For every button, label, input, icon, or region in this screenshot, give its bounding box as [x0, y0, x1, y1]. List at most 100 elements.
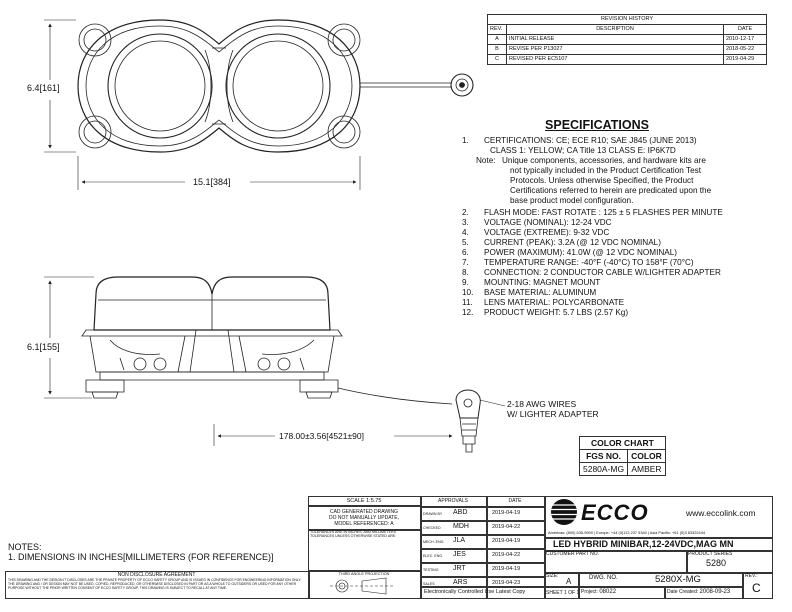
spec-line: FLASH MODE: FAST ROTATE : 125 ± 5 FLASHE…	[484, 208, 723, 217]
spec-line: VOLTAGE (NOMINAL): 12-24 VDC	[484, 218, 612, 227]
approvals-header: APPROVALS	[438, 498, 468, 504]
rev-header-description: DESCRIPTION	[506, 24, 724, 35]
specifications-title: SPECIFICATIONS	[545, 118, 649, 132]
spec-line: CURRENT (PEAK): 3.2A (@ 12 VDC NOMINAL)	[484, 238, 661, 247]
size-label: SIZE:	[546, 573, 559, 579]
table-row: C REVISED PER EC5107 2019-04-29	[487, 54, 767, 65]
table-row: B REVISE PER P13027 2018-05-22	[487, 44, 767, 55]
tolerance-note: TOLERANCES ARE IN INCHES, AND MILLIMETER…	[310, 530, 397, 539]
spec-line: MOUNTING: MAGNET MOUNT	[484, 278, 601, 287]
approval-name: ABD	[453, 509, 468, 516]
spec-line: CONNECTION: 2 CONDUCTOR CABLE W/LIGHTER …	[484, 268, 721, 277]
disclosure-title: NON DISCLOSURE AGREEMENT	[117, 572, 196, 578]
dim-side-height: 6.1[155]	[27, 342, 60, 352]
approval-role: DRAWN BY	[423, 512, 443, 516]
top-view	[77, 19, 474, 153]
revision-history-table: REVISION HISTORY REV. DESCRIPTION DATE A…	[487, 14, 767, 65]
spec-item: 6.POWER (MAXIMUM): 41.0W (@ 12 VDC NOMIN…	[462, 248, 762, 258]
approval-name: MDH	[453, 523, 469, 530]
customer-part-label: CUSTOMER PART NO.	[546, 551, 599, 557]
rev-header-date: DATE	[723, 24, 767, 35]
dim-top-height: 6.4[161]	[27, 83, 60, 93]
sheet: SHEET 1 OF 1	[546, 590, 580, 596]
spec-item: 1. CERTIFICATIONS: CE; ECE R10; SAE J845 …	[462, 136, 762, 156]
spec-line: CLASS 1: YELLOW; CA Title 13 CLASS E: IP…	[490, 146, 676, 155]
projection-symbol-icon	[330, 577, 394, 595]
notes: NOTES: 1. DIMENSIONS IN INCHES[MILLIMETE…	[8, 542, 274, 562]
product-title: LED HYBRID MINIBAR,12-24VDC,MAG MN	[553, 539, 734, 549]
spec-item: 12.PRODUCT WEIGHT: 5.7 LBS (2.57 Kg)	[462, 308, 762, 318]
spec-item: 9. MOUNTING: MAGNET MOUNT	[462, 278, 762, 288]
date-created: Date Created: 2008-09-23	[667, 589, 731, 595]
spec-number: 2.	[462, 208, 469, 217]
approval-date: 2019-04-22	[492, 552, 521, 558]
spec-number: 1.	[462, 136, 469, 145]
projection-label: THIRD ANGLE PROJECTION	[338, 572, 390, 576]
approval-role: CHECKED	[423, 526, 441, 530]
spec-line: TEMPERATURE RANGE: -40°F (-40°C) TO 158°…	[484, 258, 694, 267]
rev-header-rev: REV.	[487, 24, 507, 35]
approval-name: ARS	[453, 579, 468, 586]
approval-role: ELEC. ENG.	[423, 554, 444, 558]
doc-control: Electronically Controlled Use Latest Cop…	[424, 589, 526, 595]
spec-line: not typically included in the Product Ce…	[510, 166, 701, 175]
date-header: DATE	[508, 498, 522, 504]
spec-line: Certifications referred to herein are pr…	[510, 186, 712, 195]
approval-date: 2019-04-19	[492, 510, 521, 516]
lighter-plug	[455, 389, 506, 453]
ecco-globe-icon	[551, 499, 577, 525]
spec-number: 8.	[462, 268, 469, 277]
approval-role: SALES	[423, 582, 435, 586]
spec-item: 7. TEMPERATURE RANGE: -40°F (-40°C) TO 15…	[462, 258, 762, 268]
size-value: A	[566, 577, 572, 586]
specifications-list: 1. CERTIFICATIONS: CE; ECE R10; SAE J845 …	[462, 136, 762, 318]
spec-number: 6.	[462, 248, 469, 257]
product-series: 5280	[706, 558, 727, 568]
spec-line: VOLTAGE (EXTREME): 9-32 VDC	[484, 228, 610, 237]
specifications: SPECIFICATIONS 1. CERTIFICATIONS: CE; ECE…	[462, 119, 762, 318]
color-chart-header-color: COLOR	[627, 449, 666, 463]
dim-cable-length: 178.00±3.56[4521±90]	[279, 431, 364, 441]
spec-number: Note:	[476, 156, 496, 165]
spec-number: 7.	[462, 258, 469, 267]
spec-line: CERTIFICATIONS: CE; ECE R10; SAE J845 (J…	[484, 136, 697, 145]
spec-item: 2. FLASH MODE: FAST ROTATE : 125 ± 5 FLAS…	[462, 208, 762, 218]
notes-title: NOTES:	[8, 542, 42, 552]
dwg-label: DWG. NO.	[589, 575, 618, 581]
color-chart-title: COLOR CHART	[579, 436, 666, 450]
spec-item: 4. VOLTAGE (EXTREME): 9-32 VDC	[462, 228, 762, 238]
spec-number: 5.	[462, 238, 469, 247]
approval-role: MECH. ENG.	[423, 540, 445, 544]
spec-item: 3. VOLTAGE (NOMINAL): 12-24 VDC	[462, 218, 762, 228]
side-view-dimensions	[44, 276, 453, 446]
approval-role: TESTING	[423, 568, 439, 572]
website: www.eccolink.com	[686, 508, 756, 518]
notes-line: 1. DIMENSIONS IN INCHES[MILLIMETERS (FOR…	[8, 552, 274, 562]
cad-note: CAD GENERATED DRAWING DO NOT MANUALLY UP…	[329, 509, 399, 527]
spec-number: 9.	[462, 278, 469, 287]
spec-line: BASE MATERIAL: ALUMINUM	[484, 288, 597, 297]
product-series-label: PRODUCT SERIES	[688, 551, 733, 557]
spec-number: 11.	[462, 298, 473, 307]
project: Project: 08022	[581, 589, 617, 595]
spec-line: Unique components, accessories, and hard…	[502, 156, 706, 165]
spec-number: 3.	[462, 218, 469, 227]
color-chart-header-fgs: FGS NO.	[578, 449, 629, 463]
color-chart-table: COLOR CHART FGS NO. COLOR 5280A-MG AMBER	[578, 436, 666, 476]
table-row: 5280A-MG AMBER	[578, 462, 666, 476]
spec-item: 11. LENS MATERIAL: POLYCARBONATE	[462, 298, 762, 308]
spec-line: PRODUCT WEIGHT: 5.7 LBS (2.57 Kg)	[484, 308, 629, 317]
spec-number: 4.	[462, 228, 469, 237]
spec-line: base product model configuration.	[510, 196, 634, 205]
dwg-no: 5280X-MG	[655, 574, 701, 585]
contacts: Americas: (800) 635-5900 | Europe: +44 (…	[548, 530, 706, 535]
spec-line: Protocols. Unless otherwise Specified, t…	[510, 176, 694, 185]
revision-history-title: REVISION HISTORY	[487, 14, 767, 25]
approval-name: JES	[453, 551, 466, 558]
top-view-dimensions	[44, 19, 361, 190]
side-view	[81, 276, 453, 405]
rev-value: C	[752, 581, 761, 595]
spec-line: LENS MATERIAL: POLYCARBONATE	[484, 298, 625, 307]
dim-top-width: 15.1[384]	[193, 177, 231, 187]
